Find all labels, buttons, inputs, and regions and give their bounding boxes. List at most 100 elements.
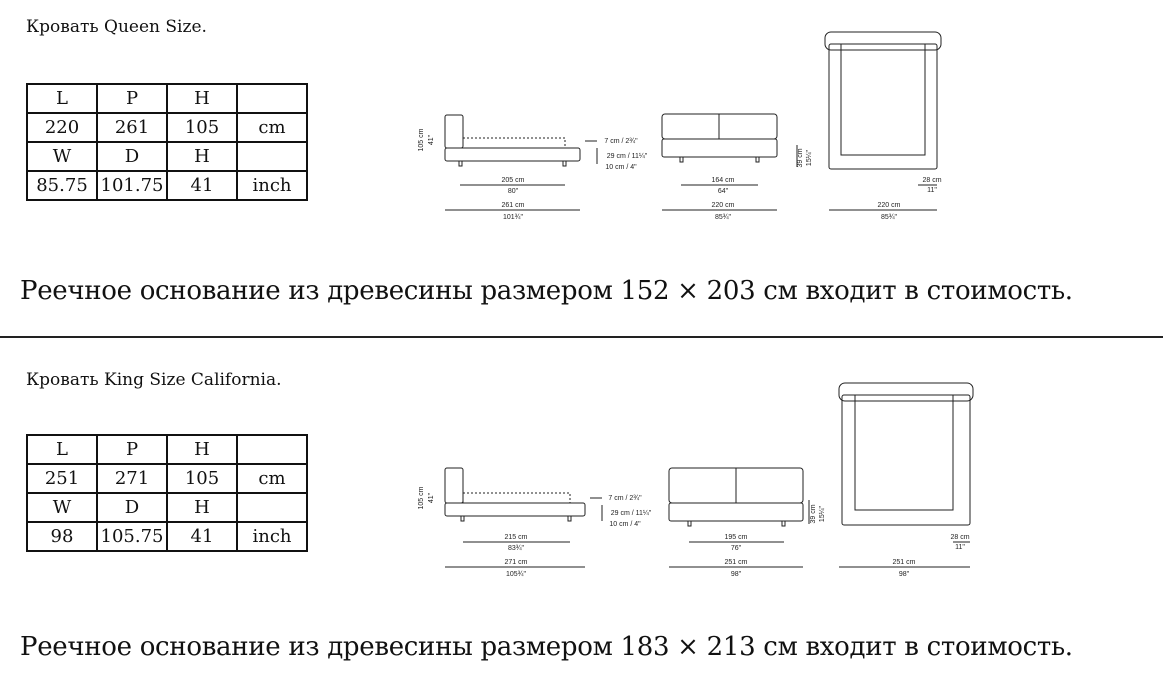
- dimension-label: 98": [731, 571, 742, 578]
- table-cell: cm: [236, 463, 308, 494]
- top-view: [824, 31, 942, 211]
- table-cell: H: [166, 141, 238, 172]
- top-view: [838, 382, 974, 568]
- table-cell: [236, 141, 308, 172]
- dimension-label: 101¾": [503, 214, 524, 221]
- section-title: Кровать King Size California.: [26, 370, 282, 390]
- table-cell: H: [166, 83, 238, 114]
- side-view: [444, 114, 598, 211]
- headboard-shape: [838, 382, 974, 402]
- front-view: [668, 467, 810, 568]
- side-view: [444, 467, 603, 568]
- table-cell: P: [96, 434, 168, 465]
- mattress-shape: [462, 137, 566, 149]
- dimension-label: 10 cm / 4": [605, 164, 637, 171]
- table-cell: 105: [166, 463, 238, 494]
- table-row: 98 105.75 41 inch: [26, 521, 308, 552]
- table-cell: H: [166, 492, 238, 523]
- table-cell: D: [96, 141, 168, 172]
- table-cell: 261: [96, 112, 168, 143]
- dimension-label: 28 cm: [922, 177, 941, 184]
- table-row: L P H: [26, 83, 308, 114]
- mattress-shape: [462, 492, 571, 504]
- dimension-label: 105¾": [506, 571, 527, 578]
- dimension-label: 271 cm: [505, 559, 528, 566]
- leg-shape: [679, 156, 684, 163]
- dimension-label: 98": [899, 571, 910, 578]
- dimension-label: 105 cm: [418, 486, 425, 509]
- dimension-label: 29 cm / 11¼": [611, 510, 652, 517]
- leg-shape: [781, 520, 786, 527]
- table-cell: P: [96, 83, 168, 114]
- dimension-label: 220 cm: [878, 202, 901, 209]
- headboard-shape: [444, 114, 464, 149]
- table-cell: 271: [96, 463, 168, 494]
- section-divider: [0, 336, 1163, 338]
- dimension-label: 7 cm / 2¾": [604, 138, 638, 145]
- table-cell: inch: [236, 521, 308, 552]
- headboard-shape: [824, 31, 942, 51]
- dimension-label: 41": [428, 492, 435, 503]
- table-cell: 101.75: [96, 170, 168, 201]
- bed-frame-shape: [444, 502, 586, 517]
- dimension-label: 28 cm: [950, 534, 969, 541]
- section-king: Кровать King Size California. L P H 251 …: [0, 338, 1163, 699]
- dimension-label: 11": [955, 544, 965, 551]
- dimension-label: 41": [428, 134, 435, 145]
- table-cell: 220: [26, 112, 98, 143]
- dimension-label: 205 cm: [502, 177, 525, 184]
- dimensions-table: L P H 251 271 105 cm W D H 98 105.75 41 …: [26, 434, 308, 552]
- bed-frame-shape: [668, 502, 804, 522]
- table-row: 85.75 101.75 41 inch: [26, 170, 308, 201]
- bed-technical-drawing: 105 cm 41" 7 cm / 2¾" 29 cm / 11¼" 10 cm…: [418, 382, 974, 578]
- bed-frame-shape: [828, 43, 938, 170]
- dimension-label: 251 cm: [725, 559, 748, 566]
- table-row: W D H: [26, 492, 308, 523]
- table-cell: L: [26, 434, 98, 465]
- table-cell: 105.75: [96, 521, 168, 552]
- dimension-label: 39 cm: [810, 504, 817, 523]
- table-cell: W: [26, 492, 98, 523]
- dimension-label: 220 cm: [712, 202, 735, 209]
- dimension-label: 105 cm: [418, 128, 425, 151]
- table-row: 251 271 105 cm: [26, 463, 308, 494]
- dimension-label: 85¾": [881, 214, 898, 221]
- section-note: Реечное основание из древесины размером …: [20, 276, 1073, 306]
- table-cell: 105: [166, 112, 238, 143]
- leg-shape: [567, 515, 572, 522]
- dimensions-table: L P H 220 261 105 cm W D H 85.75 101.75 …: [26, 83, 308, 201]
- dimension-label: 15¼": [819, 505, 826, 522]
- dimension-label: 261 cm: [502, 202, 525, 209]
- dimension-label: 83¾": [508, 545, 525, 552]
- dimension-label: 11": [927, 187, 937, 194]
- dimension-label: 215 cm: [505, 534, 528, 541]
- table-cell: H: [166, 434, 238, 465]
- dimension-label: 195 cm: [725, 534, 748, 541]
- leg-shape: [460, 515, 465, 522]
- dimension-label: 10 cm / 4": [609, 521, 641, 528]
- bed-frame-shape: [841, 394, 971, 526]
- leg-shape: [755, 156, 760, 163]
- dimension-label: 64": [718, 188, 729, 195]
- dimension-label: 80": [508, 188, 519, 195]
- table-row: W D H: [26, 141, 308, 172]
- section-note: Реечное основание из древесины размером …: [20, 632, 1073, 662]
- section-title: Кровать Queen Size.: [26, 17, 207, 37]
- dimension-label: 7 cm / 2¾": [608, 495, 642, 502]
- headboard-shape: [444, 467, 464, 504]
- table-row: 220 261 105 cm: [26, 112, 308, 143]
- leg-shape: [562, 160, 567, 167]
- section-queen: Кровать Queen Size. L P H 220 261 105 cm…: [0, 0, 1163, 337]
- table-cell: [236, 492, 308, 523]
- bed-frame-shape: [444, 147, 581, 162]
- dimension-label: 164 cm: [712, 177, 735, 184]
- table-cell: 85.75: [26, 170, 98, 201]
- table-cell: [236, 434, 308, 465]
- dimension-label: 29 cm / 11¼": [607, 153, 648, 160]
- bed-frame-shape: [661, 138, 778, 158]
- dimension-label: 251 cm: [893, 559, 916, 566]
- dimension-label: 15¼": [806, 149, 813, 166]
- table-cell: 98: [26, 521, 98, 552]
- table-cell: 251: [26, 463, 98, 494]
- table-cell: W: [26, 141, 98, 172]
